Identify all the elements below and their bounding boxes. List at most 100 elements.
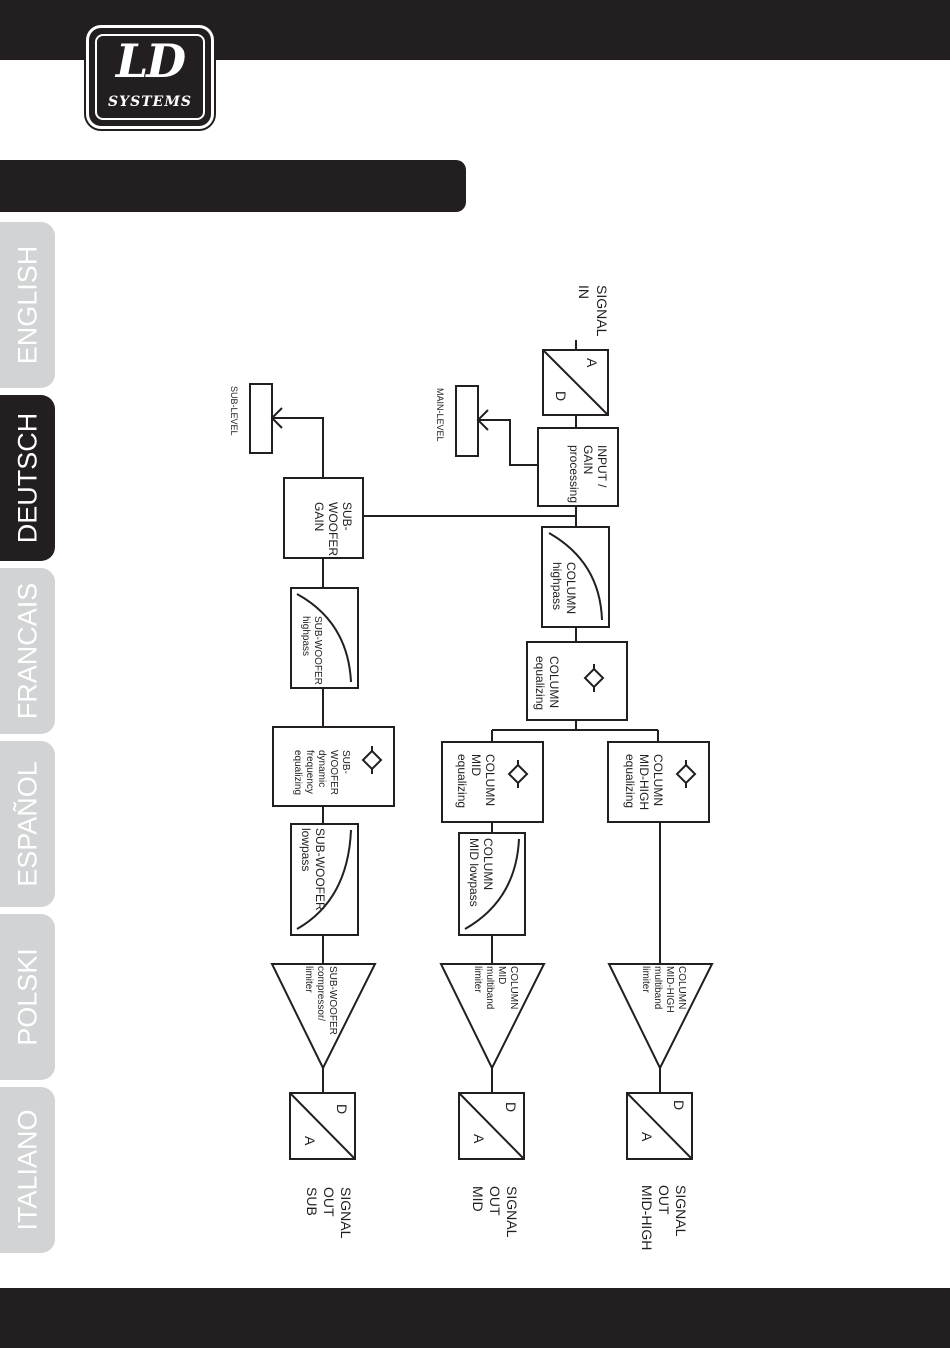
column-highpass-block	[541, 526, 610, 628]
input-gain-label-2: GAIN	[581, 445, 595, 474]
mid-lowpass-label-1: COLUMN	[481, 838, 495, 890]
midhigh-eq-label-1: COLUMN	[651, 754, 665, 806]
main-level-block	[455, 385, 479, 457]
adc-block	[542, 349, 609, 416]
tab-italiano[interactable]: ITALIANO	[0, 1087, 55, 1253]
midhigh-limiter-label-1: COLUMN	[676, 966, 687, 1009]
midhigh-limiter-label-2: MID-HIGH	[664, 966, 675, 1013]
out-midhigh-label-3: MID-HIGH	[639, 1185, 655, 1250]
tab-francais[interactable]: FRANCAIS	[0, 568, 55, 734]
adc-diagonal	[542, 349, 609, 416]
sub-dyn-eq-block	[272, 726, 395, 807]
sub-gain-label-2: WOOFER	[326, 502, 340, 556]
sub-dyn-eq-label-4: frequency	[304, 750, 315, 794]
sub-highpass-label-1: SUB-WOOFER	[312, 616, 323, 685]
mid-dac-label-a: A	[471, 1134, 487, 1144]
sub-dyn-eq-label-1: SUB-	[340, 750, 351, 774]
mid-lowpass-label-2: MID lowpass	[467, 838, 481, 907]
tab-english[interactable]: ENGLISH	[0, 222, 55, 388]
sub-limiter-label-2: compressor/	[315, 966, 326, 1021]
mid-lowpass-block	[458, 832, 526, 936]
midhigh-eq-block	[607, 741, 710, 823]
mid-dac-diagonal	[458, 1092, 525, 1160]
mid-eq-label-3: equalizing	[455, 754, 469, 808]
tab-espanol[interactable]: ESPAÑOL	[0, 741, 55, 907]
midhigh-dac-label-d: D	[671, 1100, 687, 1110]
sub-level-block	[249, 383, 273, 454]
midhigh-eq-symbol	[675, 760, 697, 788]
mid-eq-symbol	[507, 760, 529, 788]
logo-main-text: LD	[115, 34, 186, 88]
mid-limiter-label-3: multiband	[484, 966, 495, 1009]
mid-eq-label-2: MID	[469, 754, 483, 776]
sub-dac-label-a: A	[302, 1136, 318, 1146]
mid-eq-block	[441, 741, 544, 823]
sub-lowpass-label-2: lowpass	[299, 828, 313, 871]
column-eq-label-2: equalizing	[533, 656, 547, 710]
wire-main-level	[478, 419, 538, 466]
midhigh-limiter-block	[607, 963, 714, 1071]
midhigh-eq-label-2: MID-HIGH	[637, 754, 651, 810]
sub-gain-label-3: GAIN	[312, 502, 326, 531]
input-gain-label-1: INPUT /	[595, 445, 609, 488]
signal-in-label-1: SIGNAL	[594, 285, 610, 337]
mid-dac-block	[458, 1092, 525, 1160]
signal-in-label-2: IN	[576, 285, 592, 299]
section-title-bar	[0, 160, 466, 212]
adc-label-d: D	[553, 391, 569, 401]
tab-polski[interactable]: POLSKI	[0, 914, 55, 1080]
input-gain-block	[537, 427, 619, 507]
midhigh-eq-label-3: equalizing	[623, 754, 637, 808]
wire-sub-level	[272, 417, 324, 478]
out-mid-label-1: SIGNAL	[504, 1186, 520, 1238]
out-sub-label-3: SUB	[304, 1187, 320, 1216]
midhigh-limiter-label-3: multiband	[652, 966, 663, 1009]
ld-systems-logo: LD SYSTEMS	[89, 28, 211, 126]
mid-limiter-label-2: MID	[496, 966, 507, 984]
adc-label-a: A	[584, 358, 600, 368]
sub-dyn-eq-label-3: dynamic	[316, 750, 327, 787]
mid-lowpass-curve	[464, 838, 520, 930]
sub-dyn-eq-label-2: WOOFER	[328, 750, 339, 795]
input-gain-label-3: processing	[567, 445, 581, 503]
mid-eq-label-1: COLUMN	[483, 754, 497, 806]
sub-highpass-block	[290, 587, 359, 689]
column-eq-symbol	[583, 664, 605, 692]
column-highpass-label-1: COLUMN	[564, 562, 578, 614]
mid-dac-label-d: D	[503, 1102, 519, 1112]
mid-limiter-label-1: COLUMN	[508, 966, 519, 1009]
tab-deutsch[interactable]: DEUTSCH	[0, 395, 55, 561]
midhigh-dac-label-a: A	[639, 1132, 655, 1142]
sub-lowpass-label-1: SUB-WOOFER	[313, 828, 327, 911]
sub-lowpass-block	[290, 823, 359, 936]
midhigh-dac-block	[626, 1092, 693, 1160]
out-midhigh-label-2: OUT	[656, 1185, 672, 1215]
out-mid-label-2: OUT	[487, 1186, 503, 1216]
sub-gain-label-1: SUB-	[340, 502, 354, 531]
column-highpass-curve	[548, 532, 603, 621]
mid-limiter-block	[439, 963, 546, 1071]
sub-dac-diagonal	[289, 1092, 356, 1160]
sub-dyn-eq-symbol	[361, 746, 383, 774]
sub-highpass-curve	[296, 593, 352, 683]
sub-dyn-eq-label-5: equalizing	[292, 750, 303, 795]
midhigh-limiter-label-4: limiter	[640, 966, 651, 993]
out-sub-label-2: OUT	[321, 1187, 337, 1217]
mid-limiter-label-4: limiter	[472, 966, 483, 993]
main-level-label: MAIN-LEVEL	[435, 388, 445, 442]
sub-dac-label-d: D	[334, 1104, 350, 1114]
midhigh-dac-diagonal	[626, 1092, 693, 1160]
logo-sub-text: SYSTEMS	[108, 94, 192, 110]
column-eq-label-1: COLUMN	[547, 656, 561, 708]
sub-woofer-gain-block	[283, 477, 364, 559]
column-highpass-label-2: highpass	[550, 562, 564, 610]
logo-frame	[95, 34, 205, 120]
out-midhigh-label-1: SIGNAL	[673, 1185, 689, 1237]
out-sub-label-1: SIGNAL	[338, 1187, 354, 1239]
column-eq-block	[526, 641, 628, 721]
sub-limiter-label-1: SUB-WOOFER	[327, 966, 338, 1035]
sub-highpass-label-2: highpass	[300, 616, 311, 656]
out-mid-label-3: MID	[470, 1186, 486, 1212]
sub-lowpass-curve	[296, 829, 352, 930]
